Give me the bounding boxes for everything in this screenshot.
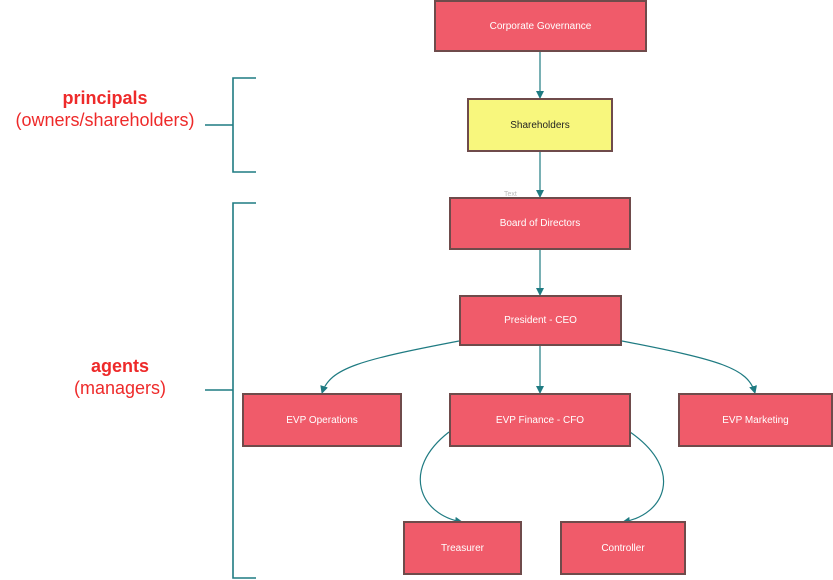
principals-title: principals [62,88,148,108]
node-evp-finance-cfo[interactable]: EVP Finance - CFO [449,393,631,447]
node-president-ceo[interactable]: President - CEO [459,295,622,346]
principals-bracket [205,77,256,173]
agents-bracket [205,202,256,579]
connector-finance-to-treasurer [419,431,463,525]
node-corporate-governance-label: Corporate Governance [489,20,592,32]
node-controller-label: Controller [601,542,645,554]
node-president-ceo-label: President - CEO [504,315,577,326]
connector-ceo-to-operations [320,340,460,394]
principals-label: principals (owners/shareholders) [0,88,210,131]
agents-subtitle: (managers) [73,377,167,398]
principals-subtitle: (owners/shareholders) [15,109,195,130]
node-evp-marketing-label: EVP Marketing [722,414,789,426]
node-shareholders-label: Shareholders [510,119,570,131]
stray-text-label: Text [504,191,517,198]
node-corporate-governance[interactable]: Corporate Governance [434,0,647,52]
node-board-of-directors[interactable]: Board of Directors [449,197,631,250]
node-evp-finance-cfo-label: EVP Finance - CFO [495,414,585,426]
connector-ceo-to-marketing [621,340,757,394]
node-evp-marketing[interactable]: EVP Marketing [678,393,833,447]
connector-finance-to-controller [622,431,665,525]
node-board-of-directors-label: Board of Directors [499,218,581,229]
node-controller[interactable]: Controller [560,521,686,575]
node-treasurer[interactable]: Treasurer [403,521,522,575]
node-shareholders[interactable]: Shareholders [467,98,613,152]
node-evp-operations-label: EVP Operations [286,414,358,426]
node-treasurer-label: Treasurer [441,542,484,554]
node-evp-operations[interactable]: EVP Operations [242,393,402,447]
agents-label: agents (managers) [40,356,200,399]
agents-title: agents [90,356,150,376]
